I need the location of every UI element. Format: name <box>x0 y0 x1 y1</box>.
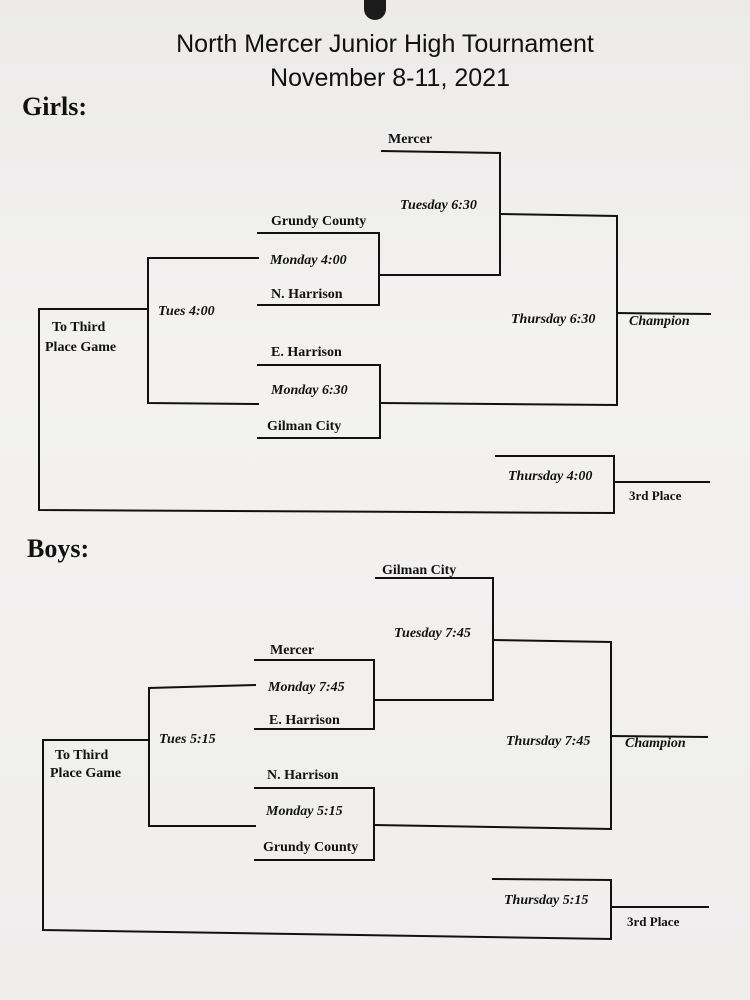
boys-mercer-line <box>254 659 375 730</box>
girls-grundy-line <box>257 232 380 306</box>
girls-to-third-label-2: Place Game <box>45 340 117 355</box>
boys-to-third-long <box>42 739 613 941</box>
boys-gilman-line <box>375 577 494 701</box>
boys-game-tuesday: Tuesday 7:45 <box>394 626 471 641</box>
boys-team-n-harrison: N. Harrison <box>267 768 339 783</box>
boys-game-thursday-final: Thursday 7:45 <box>506 734 591 749</box>
boys-heading: Boys: <box>27 534 90 563</box>
girls-game-tuesday: Tuesday 6:30 <box>400 198 477 213</box>
girls-champion-label: Champion <box>629 314 690 329</box>
girls-tuesday-out <box>498 212 618 406</box>
girls-team-grundy: Grundy County <box>271 214 367 229</box>
girls-heading: Girls: <box>22 92 87 121</box>
girls-team-n-harrison: N. Harrison <box>271 287 343 302</box>
girls-game-monday1: Monday 4:00 <box>270 253 347 268</box>
boys-champion-line <box>609 734 709 739</box>
boys-game-monday2: Monday 5:15 <box>266 804 343 819</box>
boys-third-place-label: 3rd Place <box>627 914 680 929</box>
girls-third-game <box>495 455 615 514</box>
girls-game-thursday-third: Thursday 4:00 <box>508 469 593 484</box>
boys-team-e-harrison: E. Harrison <box>269 713 340 728</box>
tournament-title: North Mercer Junior High Tournament <box>176 30 594 58</box>
boys-champion-label: Champion <box>625 736 686 751</box>
boys-to-third-label-2: Place Game <box>50 766 122 781</box>
tournament-dates: November 8-11, 2021 <box>270 64 510 92</box>
boys-monday2-out <box>372 823 613 831</box>
girls-team-gilman: Gilman City <box>267 419 342 434</box>
boys-team-grundy: Grundy County <box>263 840 359 855</box>
girls-to-third-long <box>38 308 616 515</box>
boys-third-game <box>491 877 612 940</box>
boys-game-monday1: Monday 7:45 <box>268 680 345 695</box>
girls-monday2-out <box>378 401 619 407</box>
boys-n-harrison-line <box>254 787 375 861</box>
girls-consolation-bracket <box>147 257 260 406</box>
girls-game-monday2: Monday 6:30 <box>271 383 348 398</box>
girls-e-harrison-line <box>257 364 381 439</box>
girls-game-tues-consolation: Tues 4:00 <box>158 304 215 319</box>
girls-champion-line <box>615 311 712 316</box>
boys-team-gilman: Gilman City <box>382 563 457 578</box>
boys-tuesday-out <box>491 638 612 830</box>
girls-team-mercer: Mercer <box>388 132 433 147</box>
boys-to-third-label-1: To Third <box>55 748 109 763</box>
girls-third-place-label: 3rd Place <box>629 488 682 503</box>
boys-game-tues-consolation: Tues 5:15 <box>159 732 216 747</box>
girls-mercer-line <box>380 149 501 276</box>
girls-team-e-harrison: E. Harrison <box>271 345 342 360</box>
boys-team-mercer: Mercer <box>270 643 315 658</box>
boys-game-thursday-third: Thursday 5:15 <box>504 893 589 908</box>
boys-consolation-bracket <box>148 683 257 827</box>
girls-to-third-label-1: To Third <box>52 320 106 335</box>
girls-game-thursday-final: Thursday 6:30 <box>511 312 596 327</box>
pushpin-icon <box>364 0 386 20</box>
